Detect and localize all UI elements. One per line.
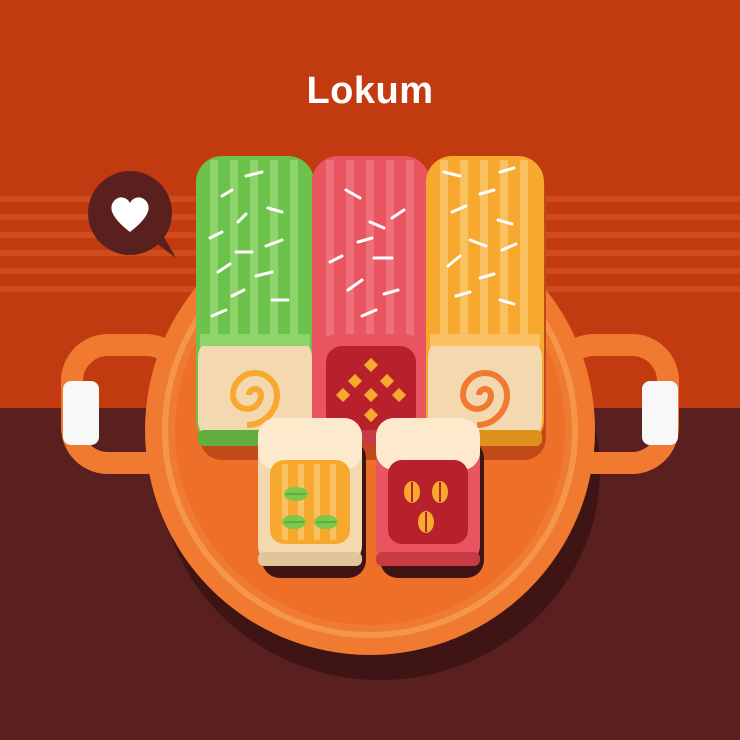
- speech-bubble-icon: [88, 171, 176, 258]
- orange-lokum-roll: [426, 156, 544, 446]
- orange-lokum-cube: [258, 418, 362, 566]
- red-lokum-cube: [376, 418, 480, 566]
- red-lokum-roll: [312, 156, 430, 446]
- green-lokum-roll: [196, 156, 314, 446]
- heart-icon: [111, 197, 149, 232]
- page-title: Lokum: [306, 70, 434, 112]
